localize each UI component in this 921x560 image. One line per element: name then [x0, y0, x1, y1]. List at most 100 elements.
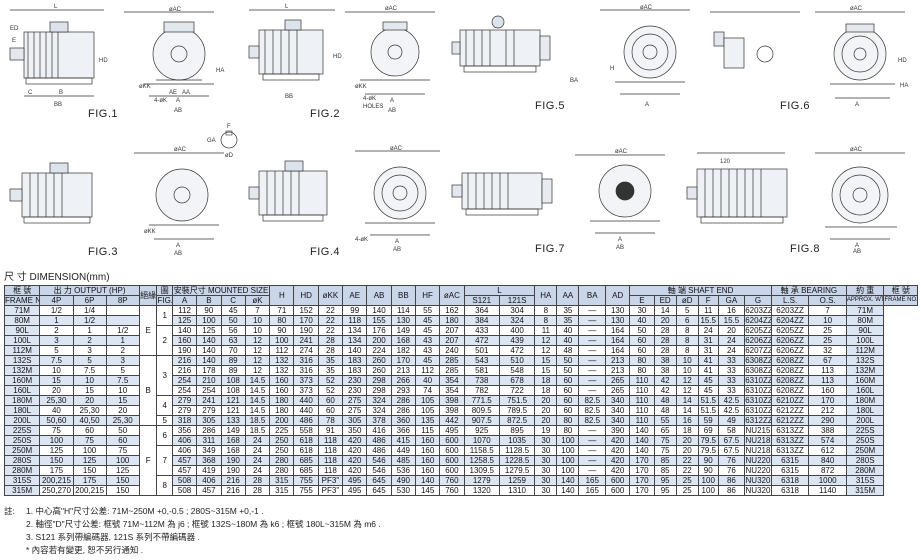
header-frame-right: 框 號 — [883, 285, 918, 296]
table-cell: 420 — [342, 455, 368, 466]
fig3-dim-ab: AB — [174, 251, 182, 257]
table-cell: 43 — [414, 335, 441, 346]
table-cell: 872 — [808, 465, 847, 476]
table-cell: 6210ZZ — [770, 395, 810, 406]
table-cell: 140 — [629, 445, 655, 456]
table-cell: 486 — [293, 415, 319, 426]
table-cell: 45 — [697, 385, 719, 396]
table-cell: 71M — [845, 305, 885, 316]
table-cell: 80 — [556, 425, 580, 436]
table-cell: 42.5 — [717, 405, 746, 416]
detail-dim-ga: GA — [207, 138, 216, 144]
table-cell: 250S — [845, 435, 885, 446]
table-cell: 20 — [534, 415, 558, 426]
fig-number-cell: 2 — [156, 325, 173, 356]
table-cell: NU220 — [744, 455, 772, 466]
table-cell: 15 — [105, 395, 140, 406]
table-cell: 1279 — [463, 475, 500, 486]
table-cell: 254 — [196, 385, 222, 396]
table-cell: 6315 — [770, 465, 810, 476]
table-cell: 1000 — [808, 475, 847, 486]
ins-class-cell: B — [138, 355, 158, 426]
table-cell: 213 — [604, 365, 631, 376]
table-cell: 30 — [534, 475, 558, 486]
table-cell: 618 — [293, 445, 319, 456]
header-s121: S121 — [463, 295, 500, 306]
table-cell: 11 — [697, 305, 719, 316]
table-cell: 216 — [171, 355, 198, 366]
header-fig: 圖 — [156, 285, 173, 296]
table-cell: 49 — [717, 415, 746, 426]
table-cell: 78 — [317, 415, 344, 426]
header-6p: 6P — [72, 295, 107, 306]
table-cell: 132S — [845, 355, 885, 366]
table-cell: 99 — [342, 305, 368, 316]
table-cell: 150 — [72, 465, 107, 476]
table-cell: 20 — [534, 395, 558, 406]
table-cell: 16 — [675, 415, 699, 426]
note-3-text: 3. S121 系列帶編碼器, 121S 系列不帶編碼器 . — [26, 532, 200, 542]
table-cell: 60 — [556, 405, 580, 416]
dim-label-ha: HA — [216, 68, 224, 74]
table-cell: 33 — [717, 365, 746, 376]
table-cell: 190 — [220, 455, 246, 466]
table-cell: 15 — [534, 355, 558, 366]
table-cell: 162 — [439, 305, 465, 316]
table-cell: 180L — [845, 405, 885, 416]
table-cell: 8 — [675, 335, 699, 346]
table-cell: 140 — [414, 475, 441, 486]
table-cell: 12 — [534, 345, 558, 356]
table-cell: — — [578, 455, 606, 466]
dim-label-b: B — [59, 90, 63, 96]
table-cell: 760 — [439, 475, 465, 486]
table-cell: 390 — [604, 425, 631, 436]
table-cell: 10 — [105, 385, 140, 396]
table-cell: 286 — [390, 395, 416, 406]
table-cell: 100 — [105, 455, 140, 466]
fig5-dim-h: H — [610, 66, 614, 72]
table-cell: 160M — [3, 375, 41, 386]
table-cell: 12 — [675, 375, 699, 386]
table-cell: 25 — [675, 485, 699, 496]
table-cell: 546 — [366, 455, 392, 466]
table-cell: 48 — [556, 345, 580, 356]
table-cell: 12 — [244, 335, 271, 346]
table-cell: 280S — [845, 455, 885, 466]
header-ls: L.S. — [770, 295, 810, 306]
table-cell: 35 — [556, 315, 580, 326]
dim-label-ae: AE — [169, 90, 177, 96]
table-cell: 8 — [675, 325, 699, 336]
header-frame: 框 號 — [3, 285, 41, 296]
header-ab: AB — [366, 285, 392, 306]
table-cell: 200 — [269, 415, 295, 426]
header-b: B — [196, 295, 222, 306]
table-cell: — — [578, 365, 606, 376]
table-cell: 24 — [717, 335, 746, 346]
fig6-dim-ac: øAC — [850, 6, 863, 12]
table-cell: 20 — [675, 445, 699, 456]
dim-label-aa: AA — [182, 90, 190, 96]
ins-class-cell: F — [138, 425, 158, 496]
figure-4-label: FIG.4 — [310, 246, 341, 258]
header-ad: AD — [604, 285, 631, 306]
table-cell: 15 — [72, 385, 107, 396]
table-cell: 183 — [342, 365, 368, 376]
header-4p: 4P — [39, 295, 74, 306]
table-cell: 32 — [808, 345, 847, 356]
table-cell: 6308ZZ — [744, 355, 772, 366]
table-cell: 118 — [317, 435, 344, 446]
table-cell: 925 — [463, 425, 500, 436]
table-cell: 25,30 — [72, 405, 107, 416]
header-bearing: 軸 承 BEARING — [770, 285, 847, 296]
table-cell: — — [578, 375, 606, 386]
table-cell: 1070 — [463, 435, 500, 446]
table-cell: 160L — [845, 385, 885, 396]
table-cell: 250 — [269, 445, 295, 456]
fig8-dim-120: 120 — [720, 159, 731, 165]
note-3: 3. S121 系列帶編碼器, 121S 系列不帶編碼器 . — [4, 531, 381, 544]
detail-dim-f: F — [227, 124, 231, 130]
table-cell: 6206ZZ — [770, 345, 810, 356]
table-cell: — — [578, 315, 606, 326]
table-cell: 90L — [3, 325, 41, 336]
